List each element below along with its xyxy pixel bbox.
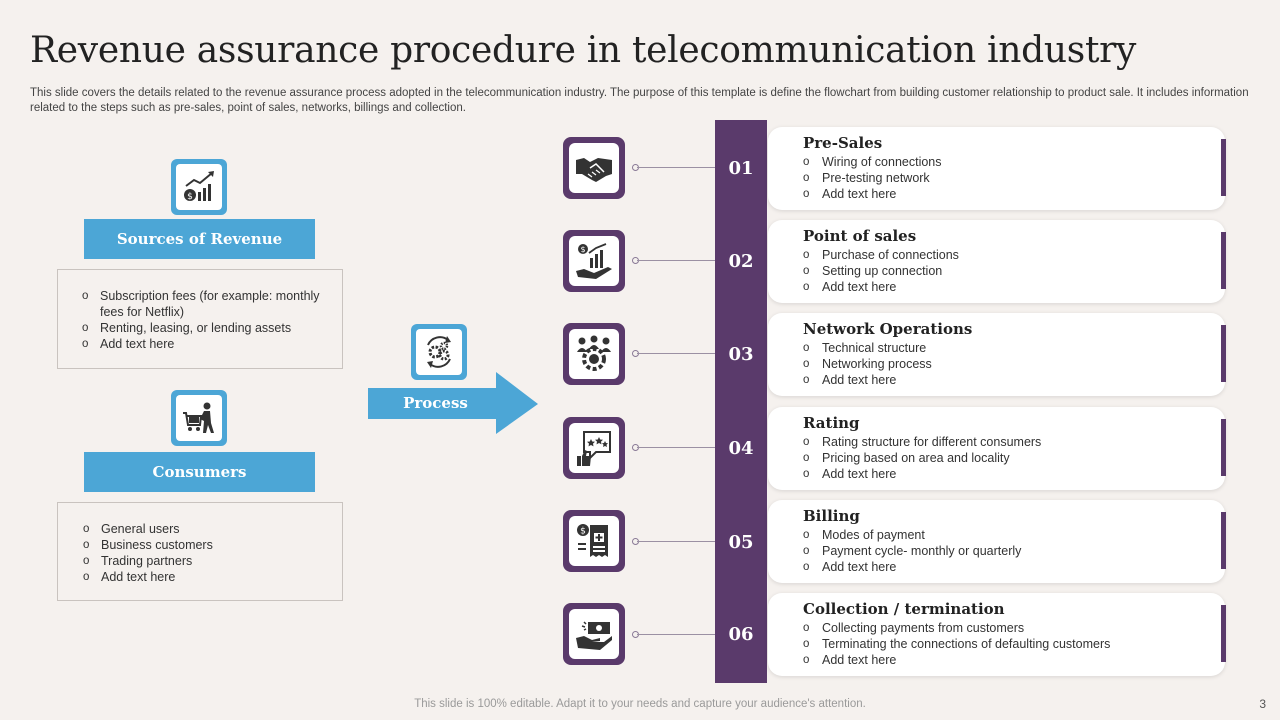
step-icon-box-5: $: [563, 510, 625, 572]
svg-text:$: $: [580, 527, 586, 537]
step-number-3: 03: [728, 344, 754, 365]
list-item: Setting up connection: [803, 263, 959, 279]
page-number: 3: [1259, 697, 1266, 711]
gears-cycle-icon: [427, 336, 451, 368]
step-title-2: Point of sales: [803, 227, 917, 245]
list-item: Modes of payment: [803, 527, 1021, 543]
connector-line-2: [637, 260, 715, 261]
list-item: Add text here: [803, 466, 1041, 482]
connector-line-5: [637, 541, 715, 542]
slide-title: Revenue assurance procedure in telecommu…: [30, 30, 1137, 71]
step-card-2: Point of sales Purchase of connections S…: [768, 220, 1225, 303]
list-item: Add text here: [803, 372, 932, 388]
handshake-icon: [576, 158, 612, 182]
list-item: General users: [83, 521, 332, 537]
sources-icon-box: $: [171, 159, 227, 215]
card-edge-1: [1221, 139, 1226, 196]
svg-text:$: $: [580, 245, 585, 254]
list-item: Rating structure for different consumers: [803, 434, 1041, 450]
step-number-2: 02: [728, 251, 754, 272]
list-item: Purchase of connections: [803, 247, 959, 263]
list-item: Technical structure: [803, 340, 932, 356]
consumers-list-box: General users Business customers Trading…: [57, 502, 343, 601]
rating-thumbs-up-icon: [577, 431, 611, 466]
list-item: Collecting payments from customers: [803, 620, 1110, 636]
footer-note: This slide is 100% editable. Adapt it to…: [414, 698, 866, 710]
list-item: Add text here: [803, 559, 1021, 575]
process-arrow: [368, 372, 538, 434]
card-edge-6: [1221, 605, 1226, 662]
card-edge-4: [1221, 419, 1226, 476]
step-icon-box-6: [563, 603, 625, 665]
step-title-6: Collection / termination: [803, 600, 1005, 618]
step-number-4: 04: [728, 438, 754, 459]
list-item: Add text here: [82, 336, 332, 352]
step-card-6: Collection / termination Collecting paym…: [768, 593, 1225, 676]
list-item: Add text here: [803, 186, 942, 202]
list-item: Business customers: [83, 537, 332, 553]
step-number-5: 05: [728, 532, 754, 553]
list-item: Payment cycle- monthly or quarterly: [803, 543, 1021, 559]
svg-text:$: $: [187, 192, 193, 202]
step-title-4: Rating: [803, 414, 860, 432]
list-item: Pre-testing network: [803, 170, 942, 186]
step-title-5: Billing: [803, 507, 860, 525]
shopping-cart-person-icon: [183, 402, 214, 433]
sources-list-box: Subscription fees (for example: monthly …: [57, 269, 343, 369]
connector-line-1: [637, 167, 715, 168]
step-icon-box-1: [563, 137, 625, 199]
step-card-5: Billing Modes of payment Payment cycle- …: [768, 500, 1225, 583]
hand-cash-icon: [576, 621, 612, 650]
team-gear-icon: [577, 335, 611, 371]
list-item: Wiring of connections: [803, 154, 942, 170]
connector-line-3: [637, 353, 715, 354]
list-item: Terminating the connections of defaultin…: [803, 636, 1110, 652]
list-item: Pricing based on area and locality: [803, 450, 1041, 466]
step-title-3: Network Operations: [803, 320, 973, 338]
money-growth-chart-icon: $: [184, 171, 214, 202]
step-card-3: Network Operations Technical structure N…: [768, 313, 1225, 396]
step-icon-box-3: [563, 323, 625, 385]
billing-receipt-icon: $: [577, 524, 608, 557]
list-item: Networking process: [803, 356, 932, 372]
process-icon-box: [411, 324, 467, 380]
step-card-4: Rating Rating structure for different co…: [768, 407, 1225, 490]
list-item: Renting, leasing, or lending assets: [82, 320, 332, 336]
step-number-6: 06: [728, 624, 754, 645]
step-title-1: Pre-Sales: [803, 134, 883, 152]
list-item: Subscription fees (for example: monthly …: [82, 288, 332, 320]
list-item: Add text here: [803, 652, 1110, 668]
consumers-label: Consumers: [84, 452, 315, 492]
card-edge-5: [1221, 512, 1226, 569]
card-edge-2: [1221, 232, 1226, 289]
consumers-icon-box: [171, 390, 227, 446]
card-edge-3: [1221, 325, 1226, 382]
step-icon-box-4: [563, 417, 625, 479]
connector-line-6: [637, 634, 715, 635]
step-icon-box-2: $: [563, 230, 625, 292]
step-card-1: Pre-Sales Wiring of connections Pre-test…: [768, 127, 1225, 210]
list-item: Trading partners: [83, 553, 332, 569]
connector-line-4: [637, 447, 715, 448]
steps-timeline-bar: [715, 120, 767, 683]
list-item: Add text here: [803, 279, 959, 295]
step-number-1: 01: [728, 158, 754, 179]
sources-of-revenue-label: Sources of Revenue: [84, 219, 315, 259]
slide-subtitle: This slide covers the details related to…: [30, 87, 1249, 114]
hand-growth-chart-icon: $: [576, 243, 612, 279]
process-label: Process: [403, 394, 468, 412]
list-item: Add text here: [83, 569, 332, 585]
